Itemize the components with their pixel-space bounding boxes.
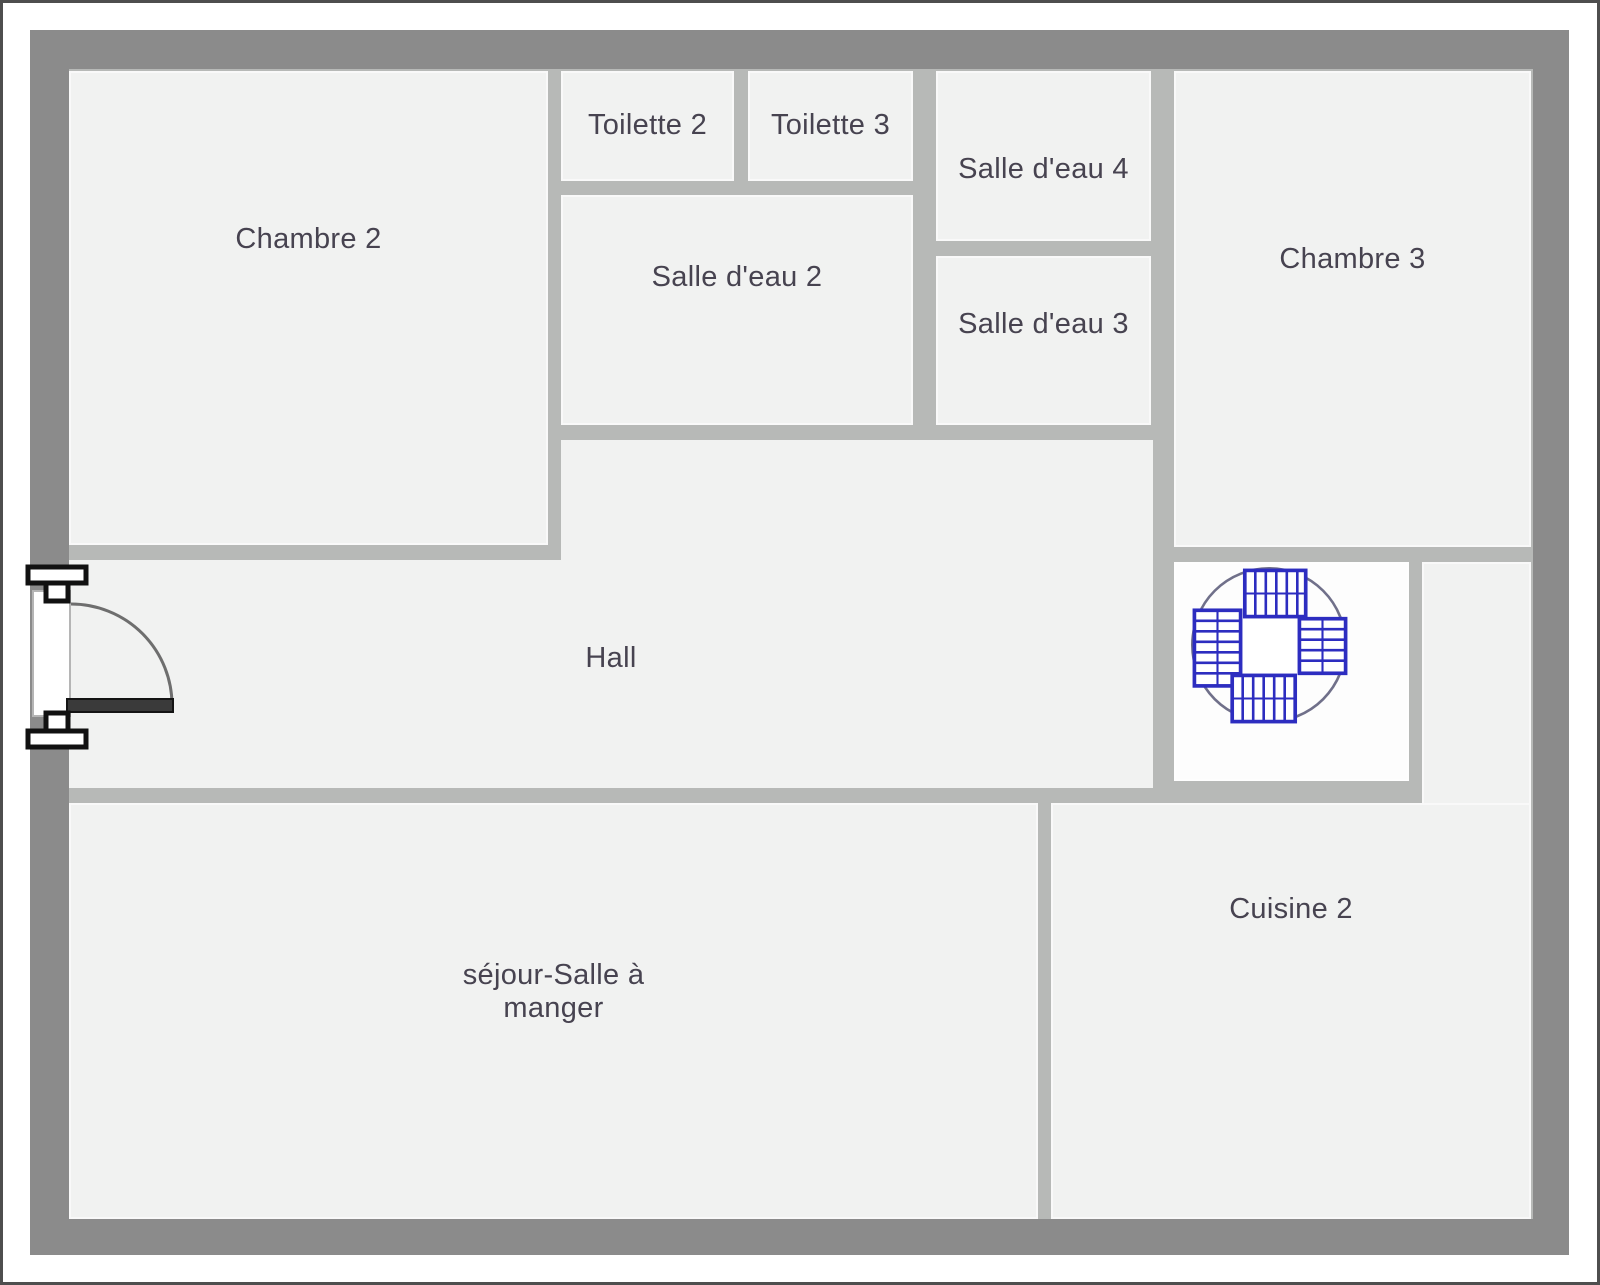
room-salle-eau-4: Salle d'eau 4 [936, 71, 1151, 241]
room-label-chambre3: Chambre 3 [1279, 243, 1426, 275]
room-label-toilette3: Toilette 3 [770, 109, 891, 141]
room-label-toilette2: Toilette 2 [587, 109, 708, 141]
room-toilette3: Toilette 3 [748, 71, 913, 181]
apartment-interior: Chambre 2 Toilette 2 Toilette 3 Salle d'… [69, 69, 1533, 1219]
room-chambre2: Chambre 2 [69, 71, 548, 545]
room-label-salle-eau-3: Salle d'eau 3 [958, 308, 1129, 340]
room-chambre3: Chambre 3 [1174, 71, 1531, 547]
room-label-sejour: séjour-Salle à manger [462, 959, 645, 1025]
room-sejour: séjour-Salle à manger [69, 803, 1038, 1219]
room-label-salle-eau-4: Salle d'eau 4 [958, 153, 1129, 185]
room-label-salle-eau-2: Salle d'eau 2 [651, 261, 823, 293]
room-label-hall: Hall [585, 642, 637, 674]
room-label-chambre2: Chambre 2 [235, 223, 382, 255]
room-salle-eau-2: Salle d'eau 2 [561, 195, 913, 425]
room-label-cuisine: Cuisine 2 [1229, 893, 1353, 925]
room-staircase [1174, 562, 1409, 781]
spiral-staircase-icon [1186, 562, 1354, 730]
door-swing-icon [21, 551, 201, 763]
room-hall: Hall [69, 560, 1153, 788]
room-salle-eau-3: Salle d'eau 3 [936, 256, 1151, 425]
room-cuisine: Cuisine 2 [1051, 803, 1531, 1219]
room-toilette2: Toilette 2 [561, 71, 734, 181]
